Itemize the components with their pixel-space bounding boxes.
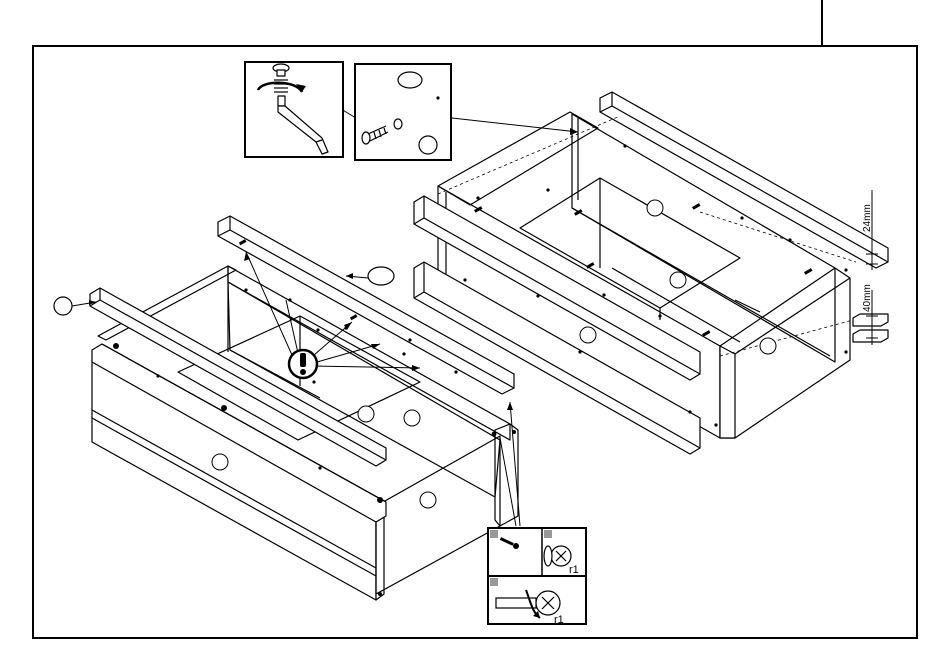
part-label-r1-bottom: r1 [554, 614, 564, 626]
inset-screw-panel [355, 64, 451, 160]
right-cabinet-fasteners [463, 144, 847, 426]
right-top-rail [600, 92, 888, 268]
dimension-24mm-label: 24mm [862, 204, 873, 232]
inset-tool-panel [245, 62, 343, 157]
inset-cam-lock-panel: r1 r1 [488, 528, 586, 626]
part-label-r1-top: r1 [569, 564, 579, 576]
dimension-40mm-label: 40mm [862, 284, 873, 312]
exclamation-icon [289, 350, 317, 378]
